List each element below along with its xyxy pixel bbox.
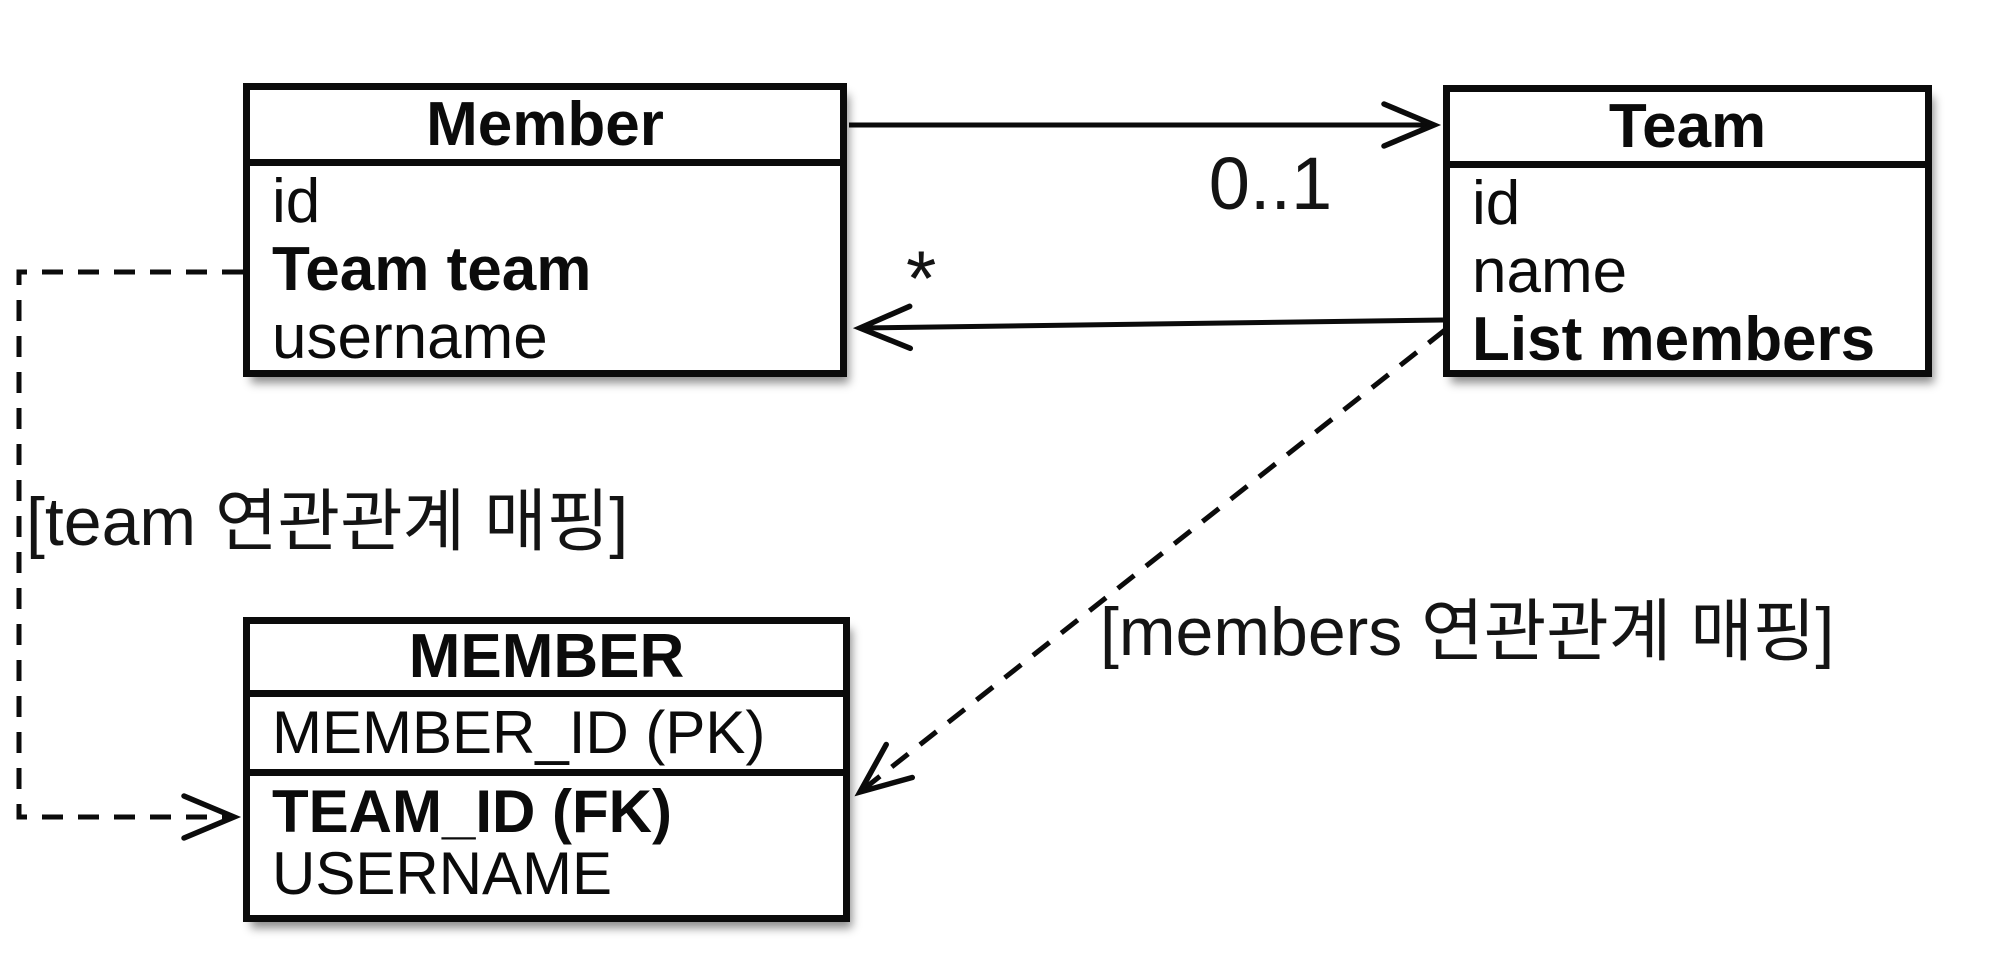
- member-table-username-row: USERNAME: [272, 840, 613, 907]
- team-class-fields: id name List members: [1450, 168, 1925, 374]
- members-association-mapping-label: [members 연관관계 매핑]: [1100, 594, 1835, 670]
- team-to-member-arrow: [852, 303, 1444, 352]
- multiplicity-zero-to-one-label: 0..1: [1208, 142, 1333, 225]
- multiplicity-many-label: *: [906, 234, 937, 322]
- member-field-id: id: [272, 167, 321, 236]
- team-class-title: Team: [1450, 92, 1925, 168]
- team-field-members: List members: [1472, 305, 1876, 374]
- member-field-username: username: [272, 303, 548, 372]
- member-table-pk-row: MEMBER_ID (PK): [250, 697, 843, 776]
- team-class-box: Team id name List members: [1443, 85, 1932, 377]
- member-table-fk-row: TEAM_ID (FK): [272, 778, 672, 845]
- member-class-fields: id Team team username: [250, 166, 840, 372]
- member-field-team: Team team: [272, 235, 592, 304]
- member-table-body: TEAM_ID (FK) USERNAME: [250, 776, 843, 905]
- member-class-title: Member: [250, 90, 840, 166]
- member-class-box: Member id Team team username: [243, 83, 847, 377]
- team-field-name: name: [1472, 237, 1628, 306]
- team-association-mapping-label: [team 연관관계 매핑]: [26, 484, 629, 560]
- member-table-title: MEMBER: [250, 624, 843, 697]
- members-field-mapping-dashed-arrow: [854, 328, 1447, 797]
- team-field-id: id: [1472, 169, 1521, 238]
- member-table-box: MEMBER MEMBER_ID (PK) TEAM_ID (FK) USERN…: [243, 617, 850, 922]
